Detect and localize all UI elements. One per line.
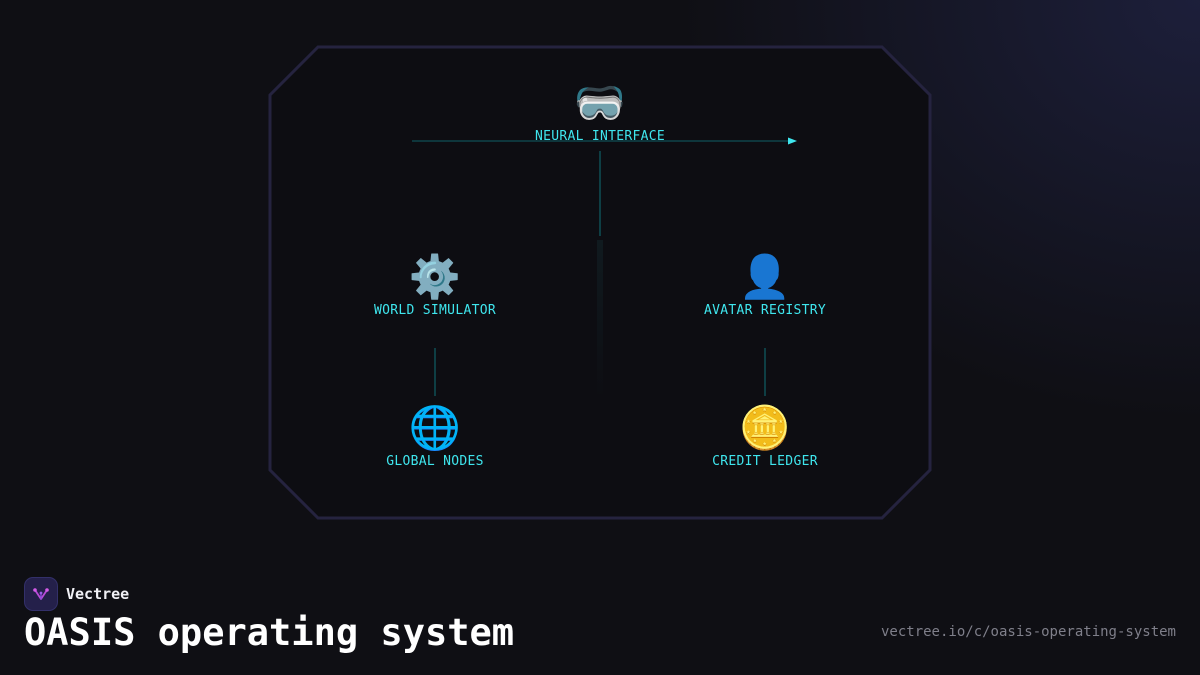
- node-global-nodes: 🌐 GLOBAL NODES: [335, 403, 535, 470]
- brand[interactable]: Vectree: [24, 577, 129, 611]
- vectree-logo-icon: [24, 577, 58, 611]
- brand-name: Vectree: [66, 585, 130, 603]
- node-label: NEURAL INTERFACE: [534, 129, 666, 144]
- vr-goggles-icon: 🥽: [573, 78, 627, 127]
- node-neural-interface: 🥽 NEURAL INTERFACE: [500, 78, 700, 145]
- globe-icon: 🌐: [408, 403, 462, 452]
- node-avatar-registry: 👤 AVATAR REGISTRY: [665, 252, 865, 319]
- node-label: GLOBAL NODES: [386, 454, 484, 469]
- page-title: OASIS operating system: [24, 611, 515, 654]
- node-world-simulator: ⚙️ WORLD SIMULATOR: [335, 252, 535, 319]
- node-label: CREDIT LEDGER: [712, 454, 818, 469]
- node-label: WORLD SIMULATOR: [374, 303, 496, 318]
- gear-icon: ⚙️: [408, 252, 462, 301]
- center-fade: [597, 240, 603, 400]
- arrow-head-icon: [788, 137, 797, 145]
- node-label: AVATAR REGISTRY: [704, 303, 826, 318]
- node-credit-ledger: 🪙 CREDIT LEDGER: [665, 403, 865, 470]
- coin-icon: 🪙: [738, 403, 792, 452]
- page-url[interactable]: vectree.io/c/oasis-operating-system: [880, 624, 1176, 640]
- person-silhouette-icon: 👤: [738, 252, 792, 301]
